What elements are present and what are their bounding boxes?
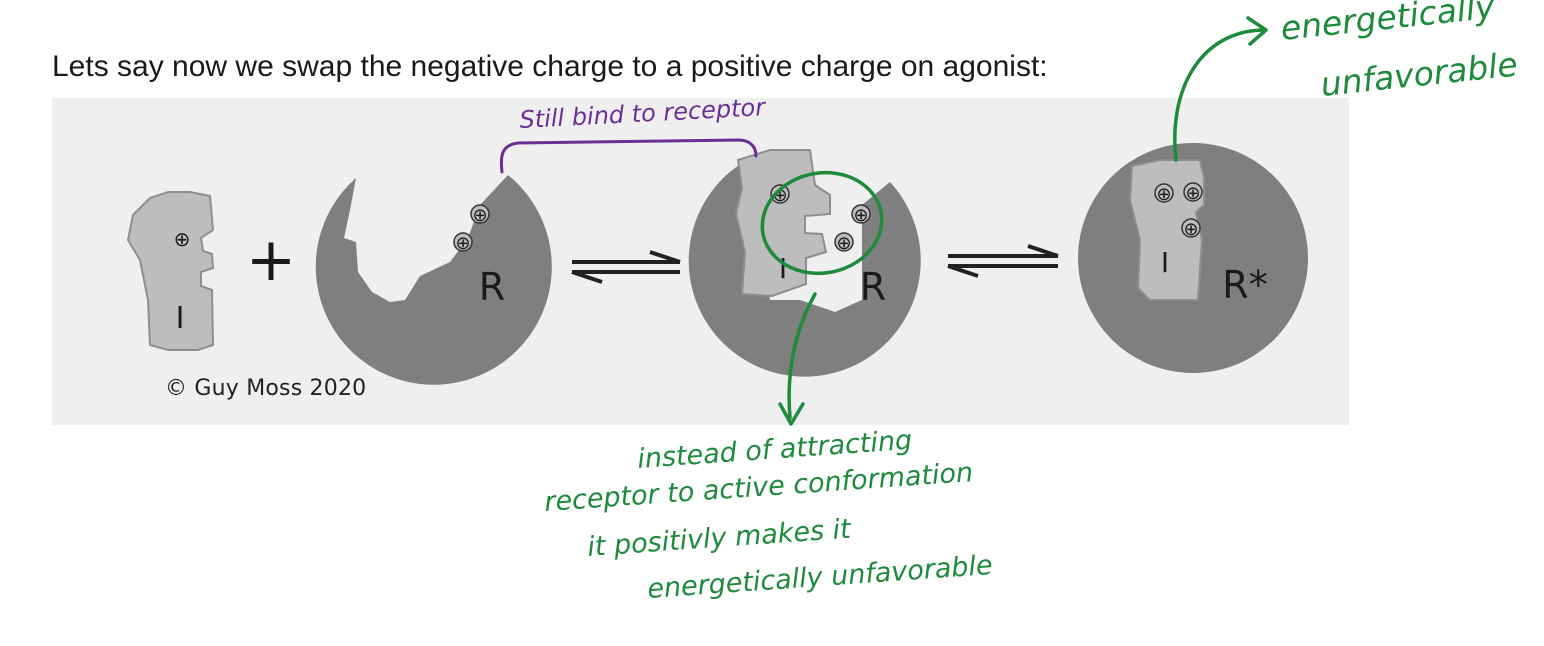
complex-ligand-charge: ⊕ [772,185,787,206]
active-ligand-charge: ⊕ [1156,184,1171,205]
receptor-label: R [479,265,505,309]
receptor-charge-1: ⊕ [472,205,487,226]
ligand-label: I [176,301,185,336]
active-receptor-charge-2: ⊕ [1183,219,1198,240]
active-ligand-label: I [1161,246,1169,279]
plus-sign: + [246,225,296,295]
active-receptor-charge-1: ⊕ [1185,183,1200,204]
explanation-line-3: it positivly makes it [586,514,853,563]
complex-ligand-shape [734,149,831,298]
active-receptor-label: R* [1222,263,1267,307]
ligand-charge: ⊕ [174,227,191,251]
complex-ligand-label: I [779,252,787,285]
ligand-shape [126,191,215,351]
receptor-shape [315,175,552,385]
equilibrium-arrow-1 [571,250,681,284]
heading-text: Lets say now we swap the negative charge… [52,50,1048,83]
explanation-line-4: energetically unfavorable [646,550,993,605]
explanation-arrow [787,292,817,420]
complex-receptor-charge-2: ⊕ [836,233,851,254]
energy-note-line-1: energetically [1279,0,1497,48]
equilibrium-arrow-2 [947,244,1059,278]
charge-highlight-circle [760,170,884,276]
energy-arrow [1173,28,1264,162]
bind-note: Still bind to receptor [519,93,768,134]
copyright-text: © Guy Moss 2020 [165,376,367,401]
complex-receptor-charge-1: ⊕ [853,205,868,226]
bind-bracket [499,138,758,174]
energy-note-line-2: unfavorable [1319,45,1520,104]
receptor-charge-2: ⊕ [455,233,470,254]
complex-receptor-label: R [860,265,886,309]
